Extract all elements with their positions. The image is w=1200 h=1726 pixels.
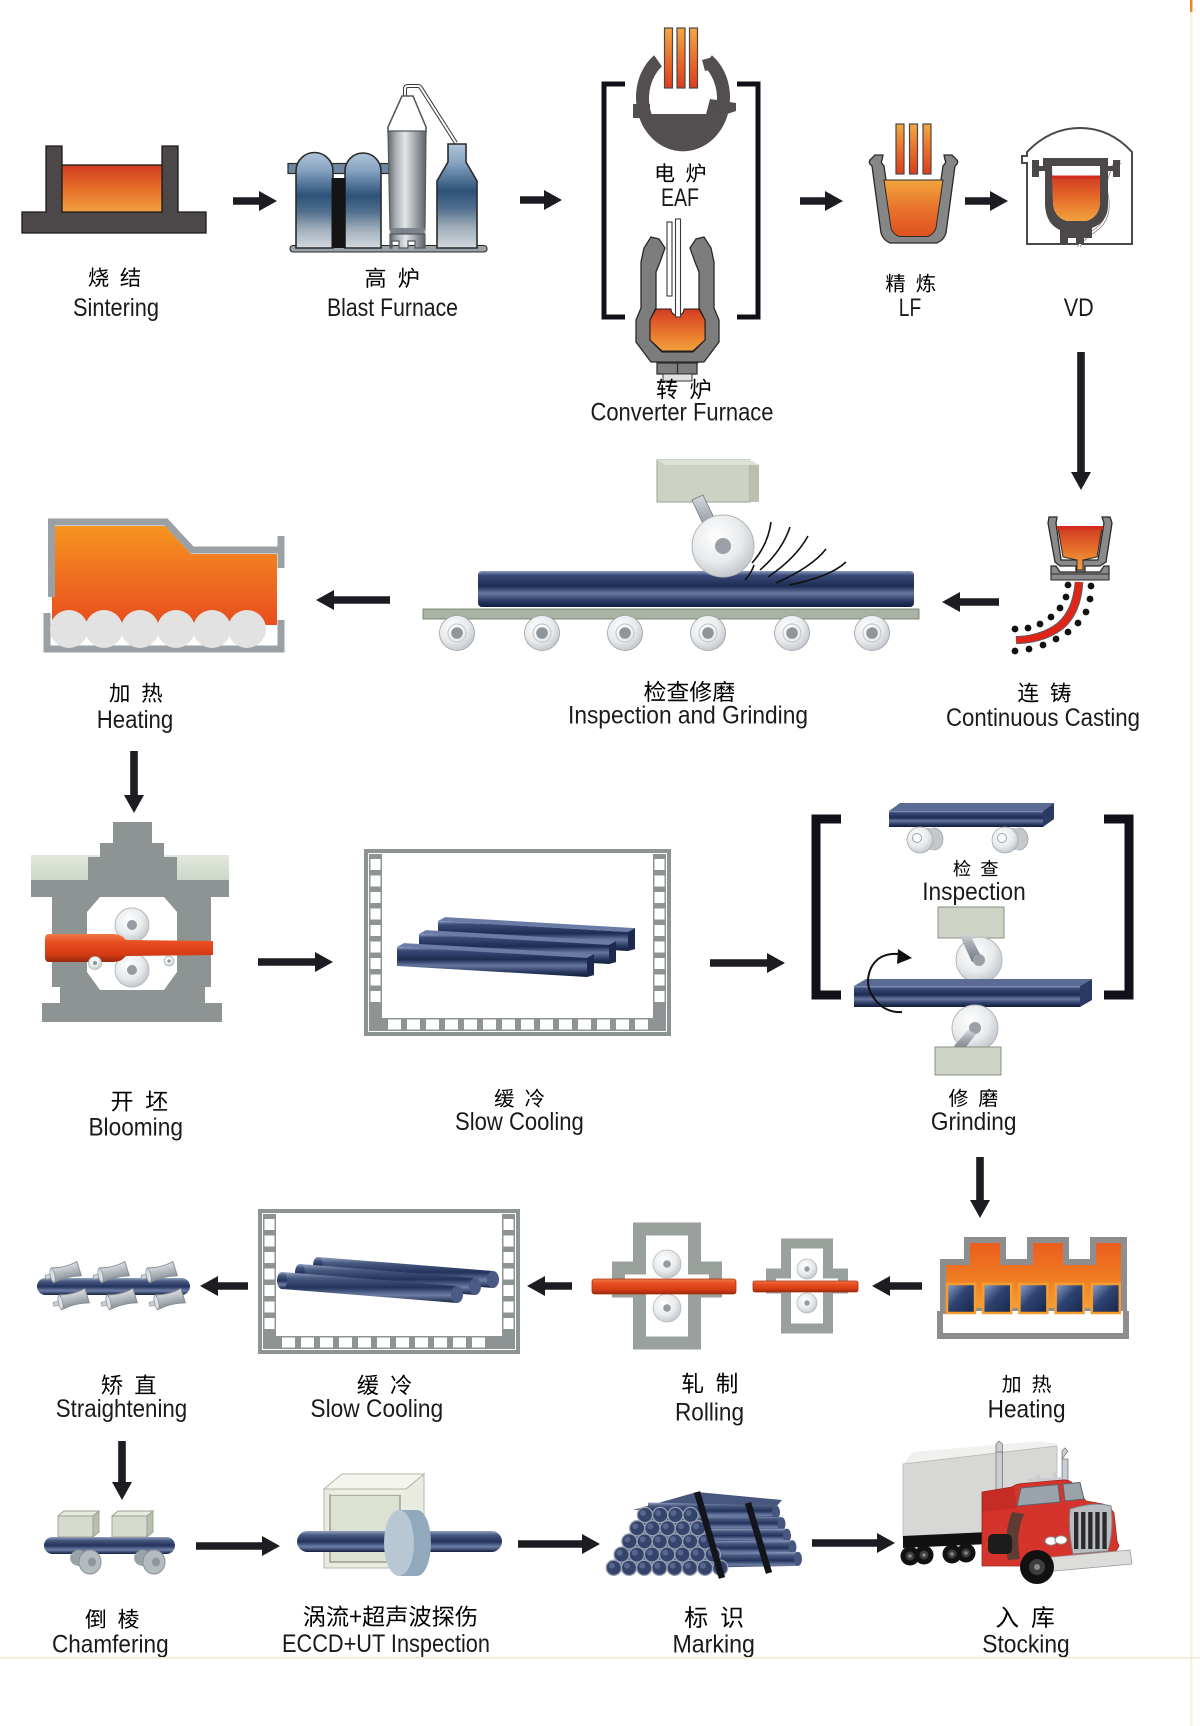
svg-text:Heating: Heating: [97, 706, 174, 734]
svg-text:Sintering: Sintering: [73, 294, 159, 322]
svg-text:Converter Furnace: Converter Furnace: [591, 398, 774, 426]
svg-text:EAF: EAF: [661, 184, 699, 212]
svg-text:Blast Furnace: Blast Furnace: [327, 294, 458, 322]
svg-text:Slow Cooling: Slow Cooling: [310, 1395, 443, 1423]
svg-text:VD: VD: [1064, 294, 1094, 322]
svg-text:Blooming: Blooming: [88, 1114, 183, 1142]
svg-text:Rolling: Rolling: [675, 1399, 744, 1427]
svg-text:LF: LF: [899, 294, 922, 322]
svg-text:Heating: Heating: [988, 1396, 1066, 1424]
svg-text:Inspection: Inspection: [922, 878, 1026, 906]
svg-text:Slow Cooling: Slow Cooling: [455, 1108, 584, 1136]
svg-text:Inspection and Grinding: Inspection and Grinding: [568, 701, 808, 729]
svg-text:Marking: Marking: [672, 1631, 755, 1659]
svg-text:Continuous Casting: Continuous Casting: [946, 704, 1140, 732]
svg-text:Chamfering: Chamfering: [52, 1631, 169, 1659]
svg-text:Straightening: Straightening: [56, 1395, 187, 1423]
svg-text:Stocking: Stocking: [982, 1631, 1070, 1659]
svg-text:Grinding: Grinding: [931, 1108, 1017, 1136]
svg-text:ECCD+UT Inspection: ECCD+UT Inspection: [282, 1630, 490, 1658]
